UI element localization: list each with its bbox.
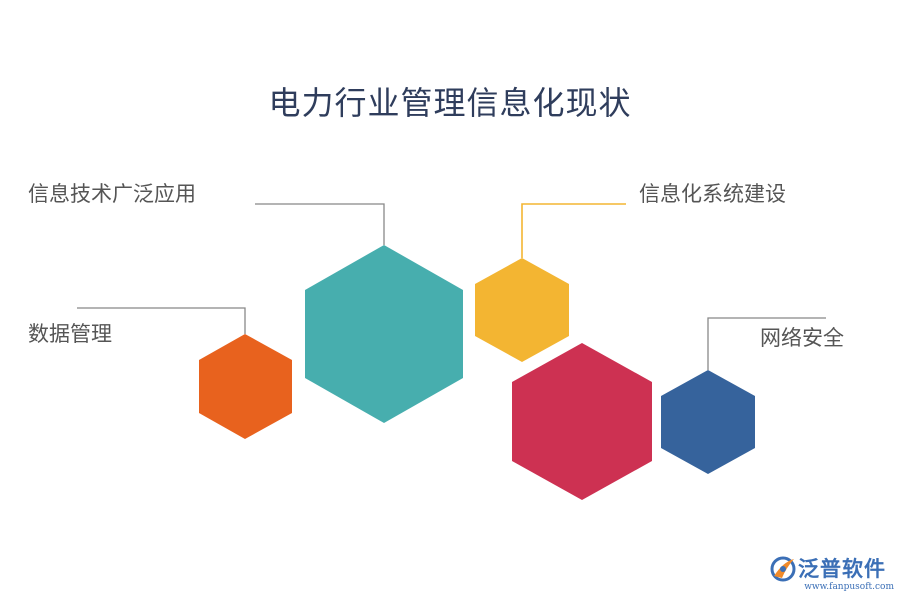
- logo-name: 泛普软件: [798, 557, 886, 581]
- label-net-security: 网络安全: [760, 326, 844, 350]
- logo-url: www.fanpusoft.com: [804, 582, 894, 592]
- diagram-title: 电力行业管理信息化现状: [268, 84, 632, 122]
- connector-net-security: [707, 317, 826, 370]
- label-info-tech: 信息技术广泛应用: [28, 182, 196, 206]
- connector-data-mgmt: [77, 307, 246, 334]
- fanpu-logo-icon: [770, 556, 796, 582]
- hexagon-yellow: [475, 258, 569, 362]
- brand-logo: 泛普软件 www.fanpusoft.com: [768, 552, 896, 596]
- hexagon-blue: [661, 370, 755, 474]
- connector-info-tech: [255, 203, 385, 245]
- hexagon-crimson: [512, 343, 652, 500]
- connector-info-build: [521, 203, 626, 258]
- hexagon-orange: [199, 334, 292, 439]
- label-info-build: 信息化系统建设: [639, 182, 786, 206]
- hexagon-teal: [305, 245, 463, 423]
- label-data-mgmt: 数据管理: [28, 322, 112, 346]
